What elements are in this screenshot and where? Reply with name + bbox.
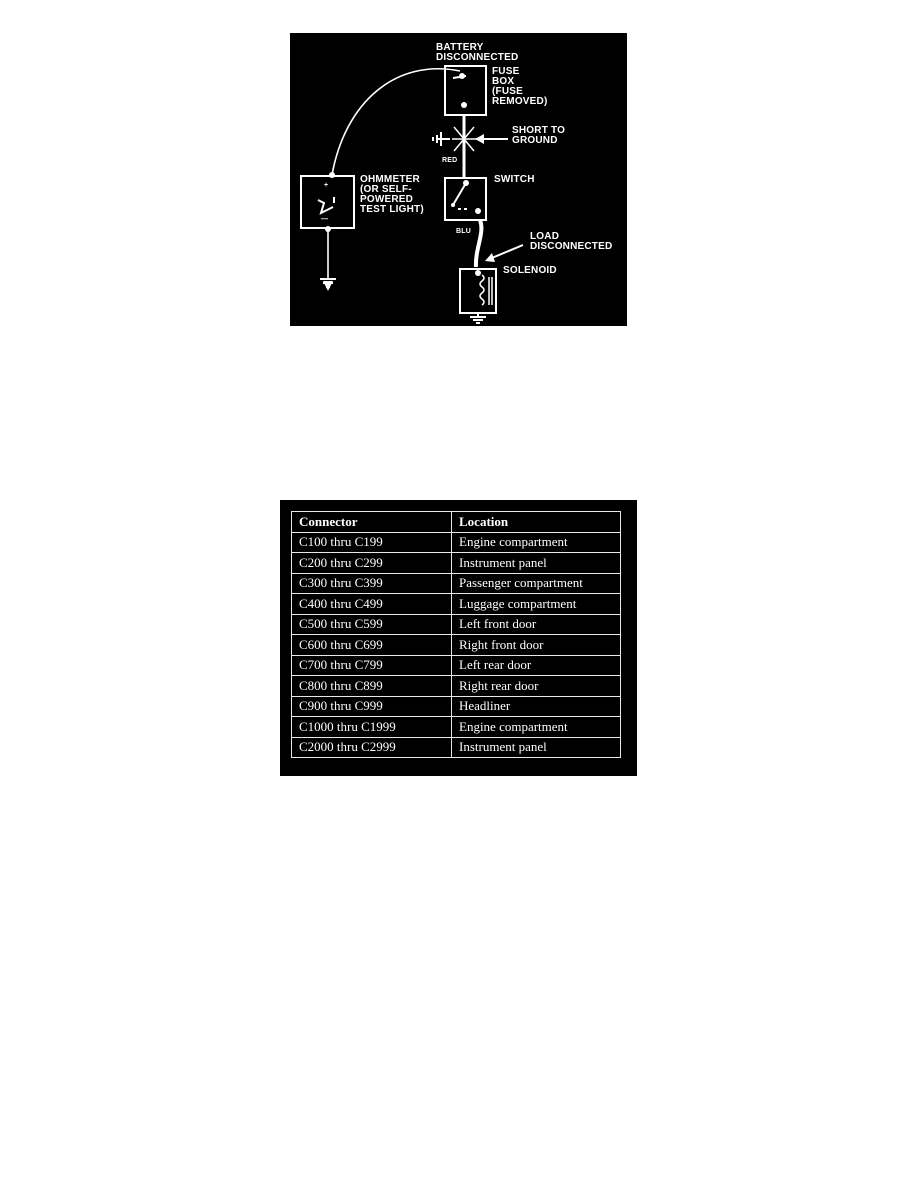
location-cell: Left front door bbox=[451, 613, 621, 635]
location-cell: Right rear door bbox=[451, 675, 621, 697]
connector-cell: C700 thru C799 bbox=[291, 654, 452, 676]
connector-cell: C100 thru C199 bbox=[291, 531, 452, 553]
battery-label: BATTERY DISCONNECTED bbox=[436, 42, 519, 63]
minus-terminal-label: — bbox=[321, 216, 329, 223]
location-cell: Passenger compartment bbox=[451, 572, 621, 594]
blu-wire bbox=[473, 219, 484, 268]
location-cell: Instrument panel bbox=[451, 552, 621, 574]
red-wire-label: RED bbox=[442, 157, 458, 164]
switch-label: SWITCH bbox=[494, 174, 535, 185]
location-cell: Luggage compartment bbox=[451, 593, 621, 615]
connector-cell: C2000 thru C2999 bbox=[291, 736, 452, 758]
header-location: Location bbox=[451, 511, 621, 533]
switch-symbol bbox=[444, 177, 487, 221]
test-lead-wire bbox=[331, 68, 461, 176]
diagram-graphics bbox=[300, 65, 524, 324]
location-cell: Instrument panel bbox=[451, 736, 621, 758]
connector-cell: C400 thru C499 bbox=[291, 593, 452, 615]
solenoid-ground-icon bbox=[470, 313, 486, 324]
connector-cell: C200 thru C299 bbox=[291, 552, 452, 574]
connector-cell: C300 thru C399 bbox=[291, 572, 452, 594]
connector-cell: C1000 thru C1999 bbox=[291, 716, 452, 738]
location-cell: Right front door bbox=[451, 634, 621, 656]
location-cell: Left rear door bbox=[451, 654, 621, 676]
short-ground-icon bbox=[432, 132, 450, 146]
location-cell: Headliner bbox=[451, 695, 621, 717]
ohmmeter-label: OHMMETER (OR SELF- POWERED TEST LIGHT) bbox=[360, 174, 424, 215]
short-to-ground-label: SHORT TO GROUND bbox=[512, 125, 566, 146]
load-label: LOAD DISCONNECTED bbox=[530, 231, 613, 252]
connector-cell: C500 thru C599 bbox=[291, 613, 452, 635]
connector-cell: C600 thru C699 bbox=[291, 634, 452, 656]
header-connector: Connector bbox=[291, 511, 452, 533]
solenoid-label: SOLENOID bbox=[503, 265, 557, 276]
location-cell: Engine compartment bbox=[451, 716, 621, 738]
connector-cell: C900 thru C999 bbox=[291, 695, 452, 717]
short-circuit-symbol bbox=[452, 125, 476, 153]
fuse-box-symbol bbox=[444, 65, 487, 116]
table-header-row: Connector Location bbox=[291, 511, 621, 533]
plus-terminal-label: + bbox=[324, 182, 329, 189]
blu-wire-label: BLU bbox=[456, 228, 471, 235]
wiring-diagram: BATTERY DISCONNECTED FUSE BOX (FUSE REMO… bbox=[290, 33, 627, 326]
fuse-box-label: FUSE BOX (FUSE REMOVED) bbox=[492, 66, 548, 107]
connector-cell: C800 thru C899 bbox=[291, 675, 452, 697]
location-cell: Engine compartment bbox=[451, 531, 621, 553]
